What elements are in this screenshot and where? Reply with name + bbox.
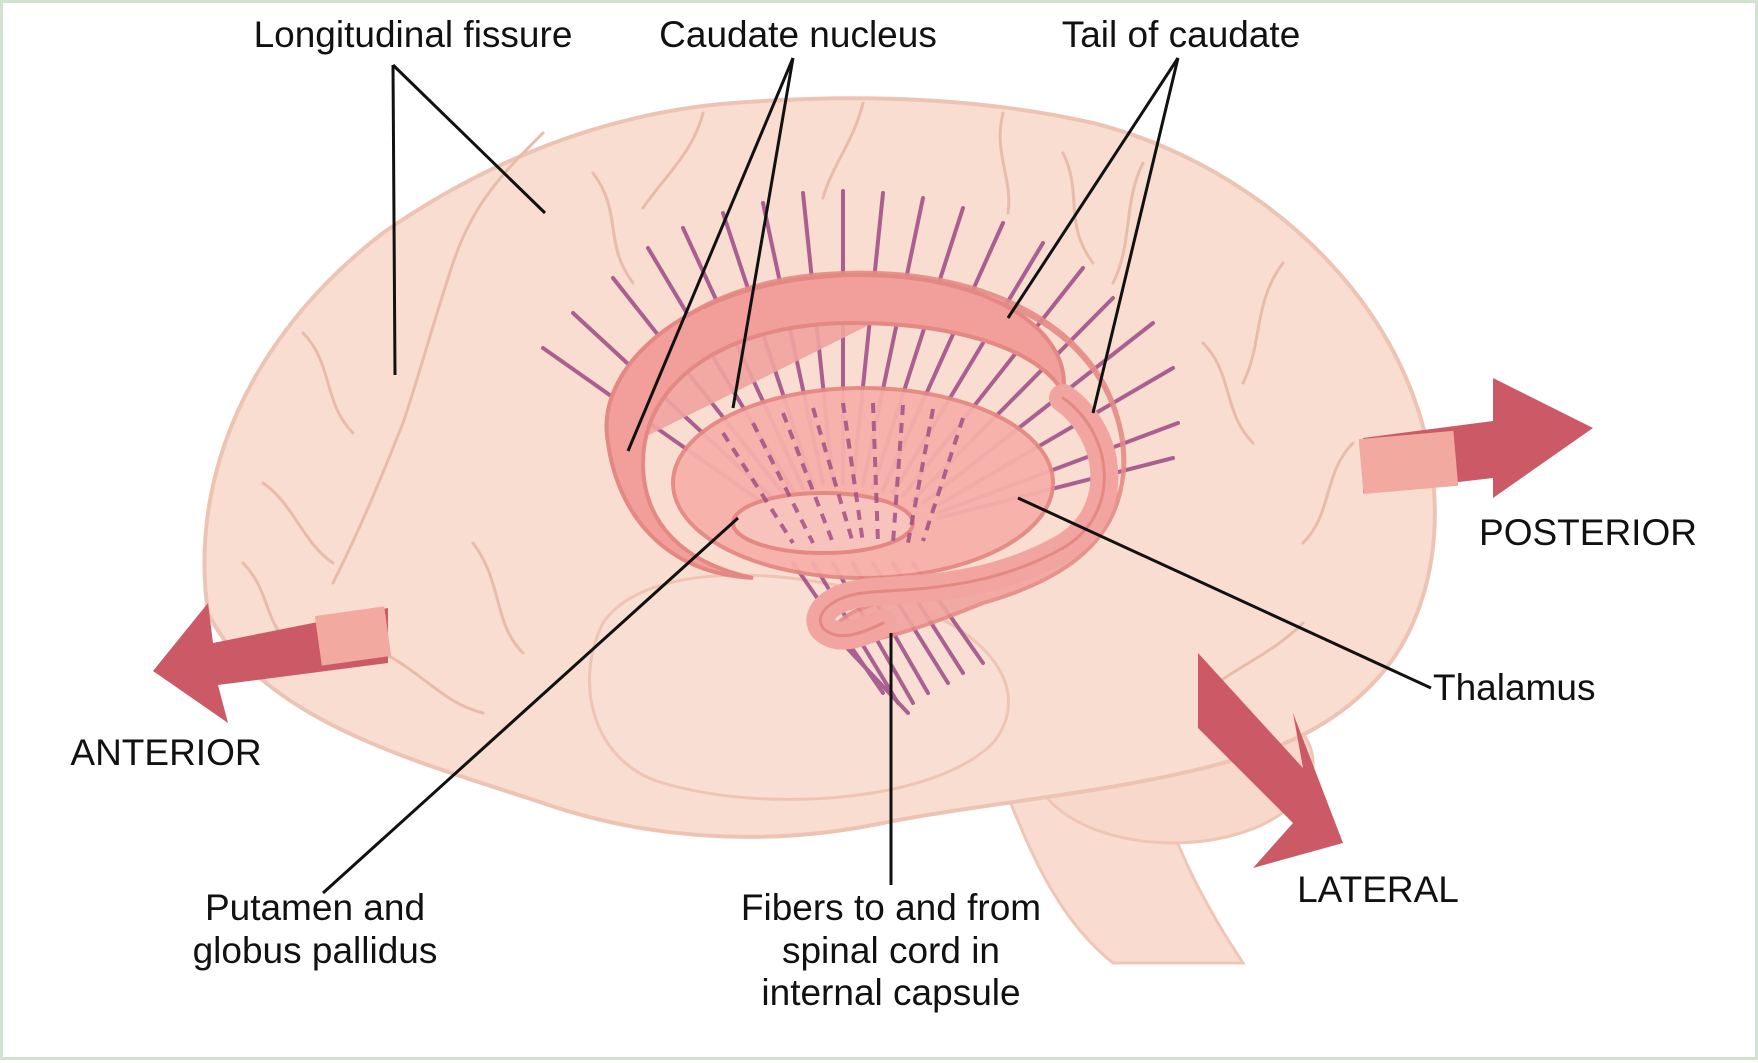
globus-pallidus xyxy=(733,493,913,553)
label-caudate-nucleus: Caudate nucleus xyxy=(659,14,937,55)
brain-diagram: Longitudinal fissure Caudate nucleus Tai… xyxy=(3,3,1758,1063)
label-fibers-line-3: internal capsule xyxy=(761,972,1020,1013)
label-putamen-line-2: globus pallidus xyxy=(193,930,438,971)
label-fibers-line-1: Fibers to and from xyxy=(741,887,1041,928)
label-anterior: ANTERIOR xyxy=(70,732,261,773)
label-putamen-line-1: Putamen and xyxy=(205,887,425,928)
label-fibers-line-2: spinal cord in xyxy=(782,930,1000,971)
label-thalamus: Thalamus xyxy=(1433,667,1595,708)
label-posterior: POSTERIOR xyxy=(1479,512,1697,553)
label-lateral: LATERAL xyxy=(1297,869,1459,910)
label-tail-of-caudate: Tail of caudate xyxy=(1062,14,1301,55)
label-longitudinal-fissure: Longitudinal fissure xyxy=(254,14,573,55)
